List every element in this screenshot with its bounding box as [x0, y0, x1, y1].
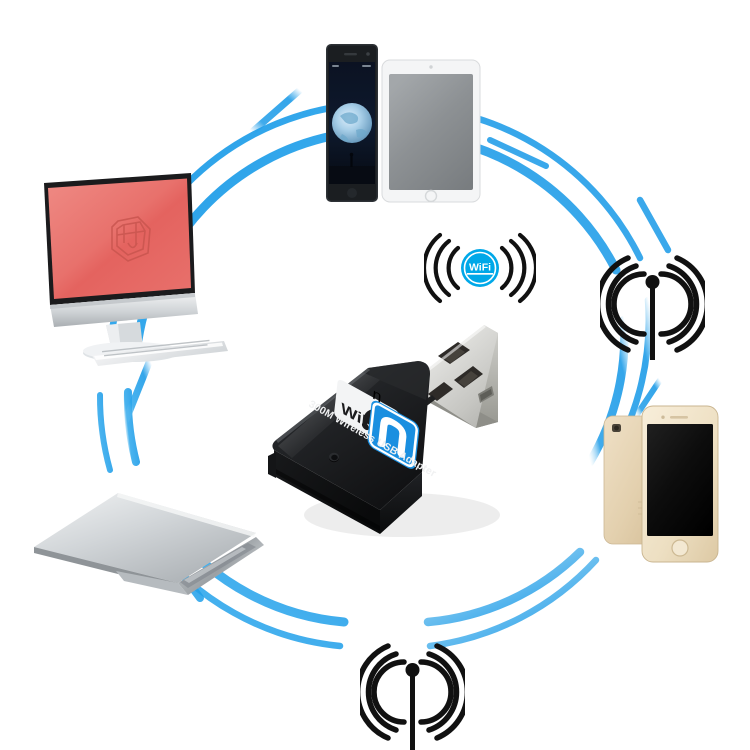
adapter-body [268, 361, 430, 534]
product-standard-logo-letter [378, 417, 407, 458]
desktop-keyboard [92, 339, 228, 366]
product-usb-adapter: 300M Wireless USB Adapter [262, 300, 562, 562]
device-desktop-computer: Desktop all-in-one computer [28, 165, 228, 375]
antenna-bottom-icon: Wireless signal broadcast [354, 636, 471, 750]
device-smartphone-gold-front [641, 405, 719, 563]
device-group-top [320, 38, 485, 208]
product-standard-logo: n [367, 385, 420, 469]
device-group-right [600, 398, 740, 573]
antenna-right-icon: Wireless signal broadcast [594, 248, 711, 363]
wallpaper-logo-icon [111, 216, 151, 262]
wifi-badge-label: WiFi [469, 262, 491, 274]
device-smartphone-black [326, 44, 378, 202]
wifi-badge-disc [461, 249, 499, 287]
wifi-badge: WiFi [421, 228, 539, 306]
svg-text:n: n [372, 385, 383, 407]
device-tablet-white [381, 59, 481, 203]
device-laptop-computer: Silver laptop, lid partly open [28, 485, 268, 610]
